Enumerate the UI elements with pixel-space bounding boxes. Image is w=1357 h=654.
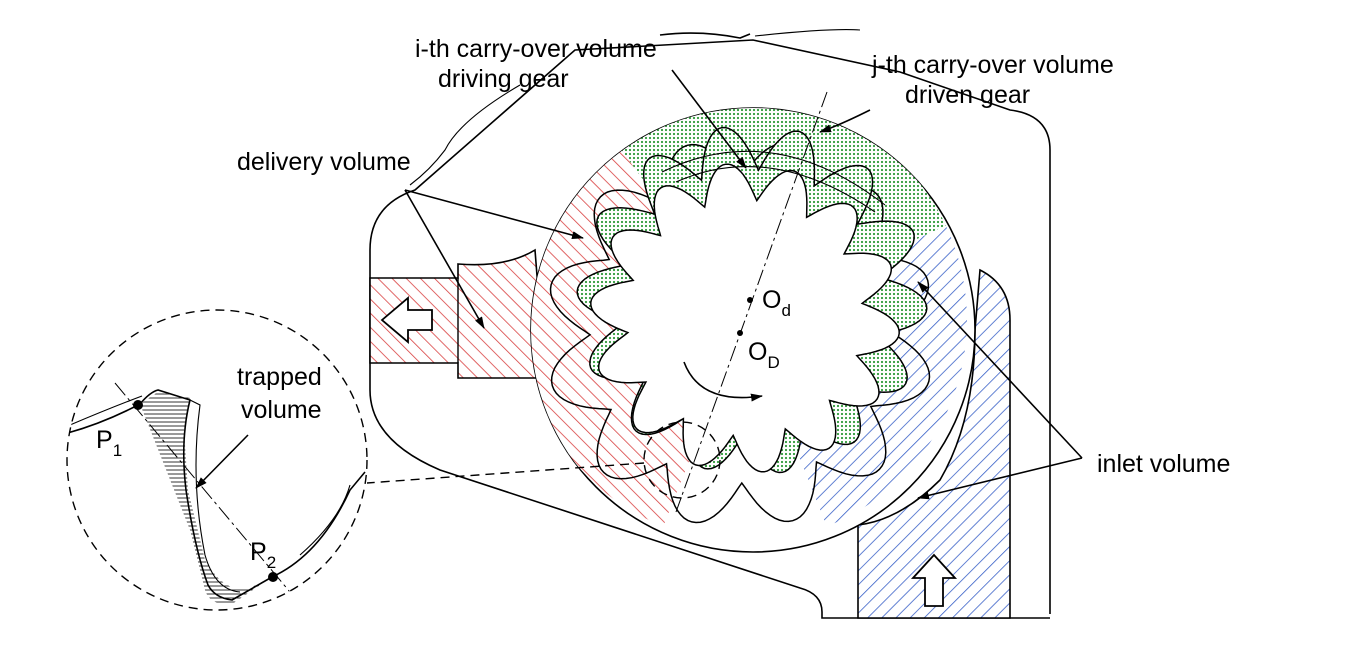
- rotation-arrow-icon: [683, 361, 763, 402]
- label-j-carry-over-line1: j-th carry-over volume: [871, 51, 1114, 79]
- label-i-carry-over-line2: driving gear: [438, 65, 569, 93]
- inlet-port: [857, 268, 1011, 619]
- label-trapped-line1: trapped: [237, 363, 322, 391]
- label-point-p2: P2: [250, 538, 276, 572]
- label-point-p1: P1: [96, 426, 122, 460]
- driving-gear-body: [590, 163, 900, 473]
- detail-circle-small: [643, 421, 721, 499]
- inlet-flow-arrow-icon: [910, 553, 958, 607]
- label-center-driving: OD: [748, 338, 780, 372]
- driven-center-dot: [747, 297, 753, 303]
- label-trapped-line2: volume: [241, 396, 322, 424]
- driven-gear-root-arc: [675, 166, 876, 213]
- label-center-driven: Od: [762, 286, 791, 320]
- annotation-labels: i-th carry-over volume driving gear j-th…: [96, 35, 1230, 572]
- point-p1-dot: [133, 400, 143, 410]
- driven-gear-addendum-arc: [661, 150, 886, 206]
- housing-back-line: [409, 84, 521, 186]
- label-delivery-volume: delivery volume: [237, 148, 411, 176]
- label-j-carry-over-line2: driven gear: [905, 81, 1030, 109]
- trapped-volume-region: [140, 392, 272, 605]
- label-i-carry-over-line1: i-th carry-over volume: [415, 35, 657, 63]
- pump-housing-outline: [369, 39, 1051, 619]
- pump-chamber: [530, 107, 976, 553]
- trapped-volume-detail: [66, 309, 368, 611]
- detail-gear-profile-right: [69, 395, 351, 593]
- driving-gear: [549, 142, 931, 524]
- driving-center-dot: [737, 330, 743, 336]
- leader-lines: [195, 29, 1083, 500]
- delivery-port: [369, 248, 546, 379]
- delivery-flow-arrow-icon: [380, 296, 433, 344]
- detail-leader-dashed: [366, 462, 645, 484]
- label-inlet-volume: inlet volume: [1097, 450, 1230, 478]
- point-p2-dot: [268, 572, 278, 582]
